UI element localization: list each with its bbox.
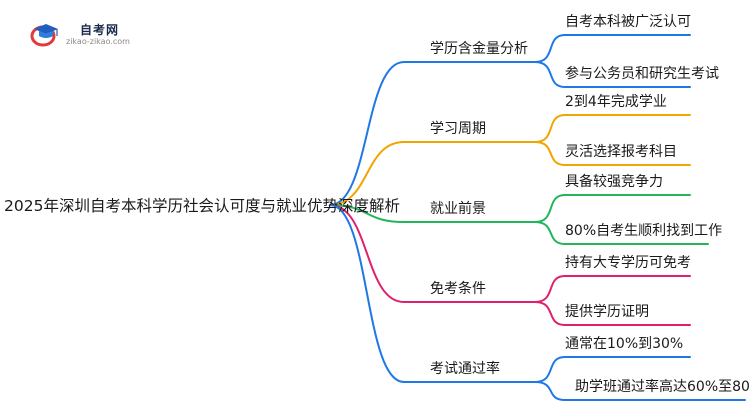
site-logo[interactable]: 自考网 zikao-zikao.com (30, 18, 150, 52)
branch-label-4: 免考条件 (430, 281, 486, 297)
leaf-label-2-1: 2到4年完成学业 (565, 94, 667, 110)
leaf-label-1-2: 参与公务员和研究生考试 (565, 66, 719, 82)
logo-title: 自考网 (80, 23, 120, 37)
leaf-connector-2-2 (534, 141, 691, 166)
leaf-label-2-2: 灵活选择报考科目 (565, 144, 677, 160)
leaf-label-4-1: 持有大专学历可免考 (565, 255, 691, 271)
leaf-connector-5-1 (534, 356, 691, 383)
leaf-label-4-2: 提供学历证明 (565, 304, 649, 320)
branch-connector-4 (329, 204, 536, 303)
leaf-connector-2-1 (534, 114, 691, 143)
leaf-label-3-2: 80%自考生顺利找到工作 (565, 223, 723, 239)
branch-label-3: 就业前景 (430, 201, 486, 217)
leaf-connector-4-1 (534, 275, 691, 303)
logo-url: zikao-zikao.com (66, 37, 130, 46)
leaf-label-1-1: 自考本科被广泛认可 (565, 14, 691, 30)
leaf-connector-3-1 (534, 194, 691, 223)
branch-label-5: 考试通过率 (430, 361, 500, 377)
branch-label-1: 学历含金量分析 (430, 41, 528, 57)
leaf-connector-5-2 (534, 381, 746, 401)
branch-connector-1 (329, 61, 536, 206)
leaf-connector-1-1 (534, 34, 691, 63)
root-topic: 2025年深圳自考本科学历社会认可度与就业优势深度解析 (4, 197, 400, 215)
leaf-connector-3-2 (534, 221, 709, 245)
leaf-connector-4-2 (534, 301, 691, 326)
branch-label-2: 学习周期 (430, 121, 486, 137)
branch-connector-2 (329, 141, 536, 206)
branch-connector-5 (329, 204, 536, 383)
leaf-label-5-2: 助学班通过率高达60%至80% (575, 379, 750, 395)
leaf-label-3-1: 具备较强竞争力 (565, 174, 663, 190)
graduation-cap-icon (30, 24, 58, 47)
leaf-connector-1-2 (534, 61, 691, 88)
branch-connector-3 (329, 204, 536, 223)
leaf-label-5-1: 通常在10%到30% (565, 336, 684, 352)
